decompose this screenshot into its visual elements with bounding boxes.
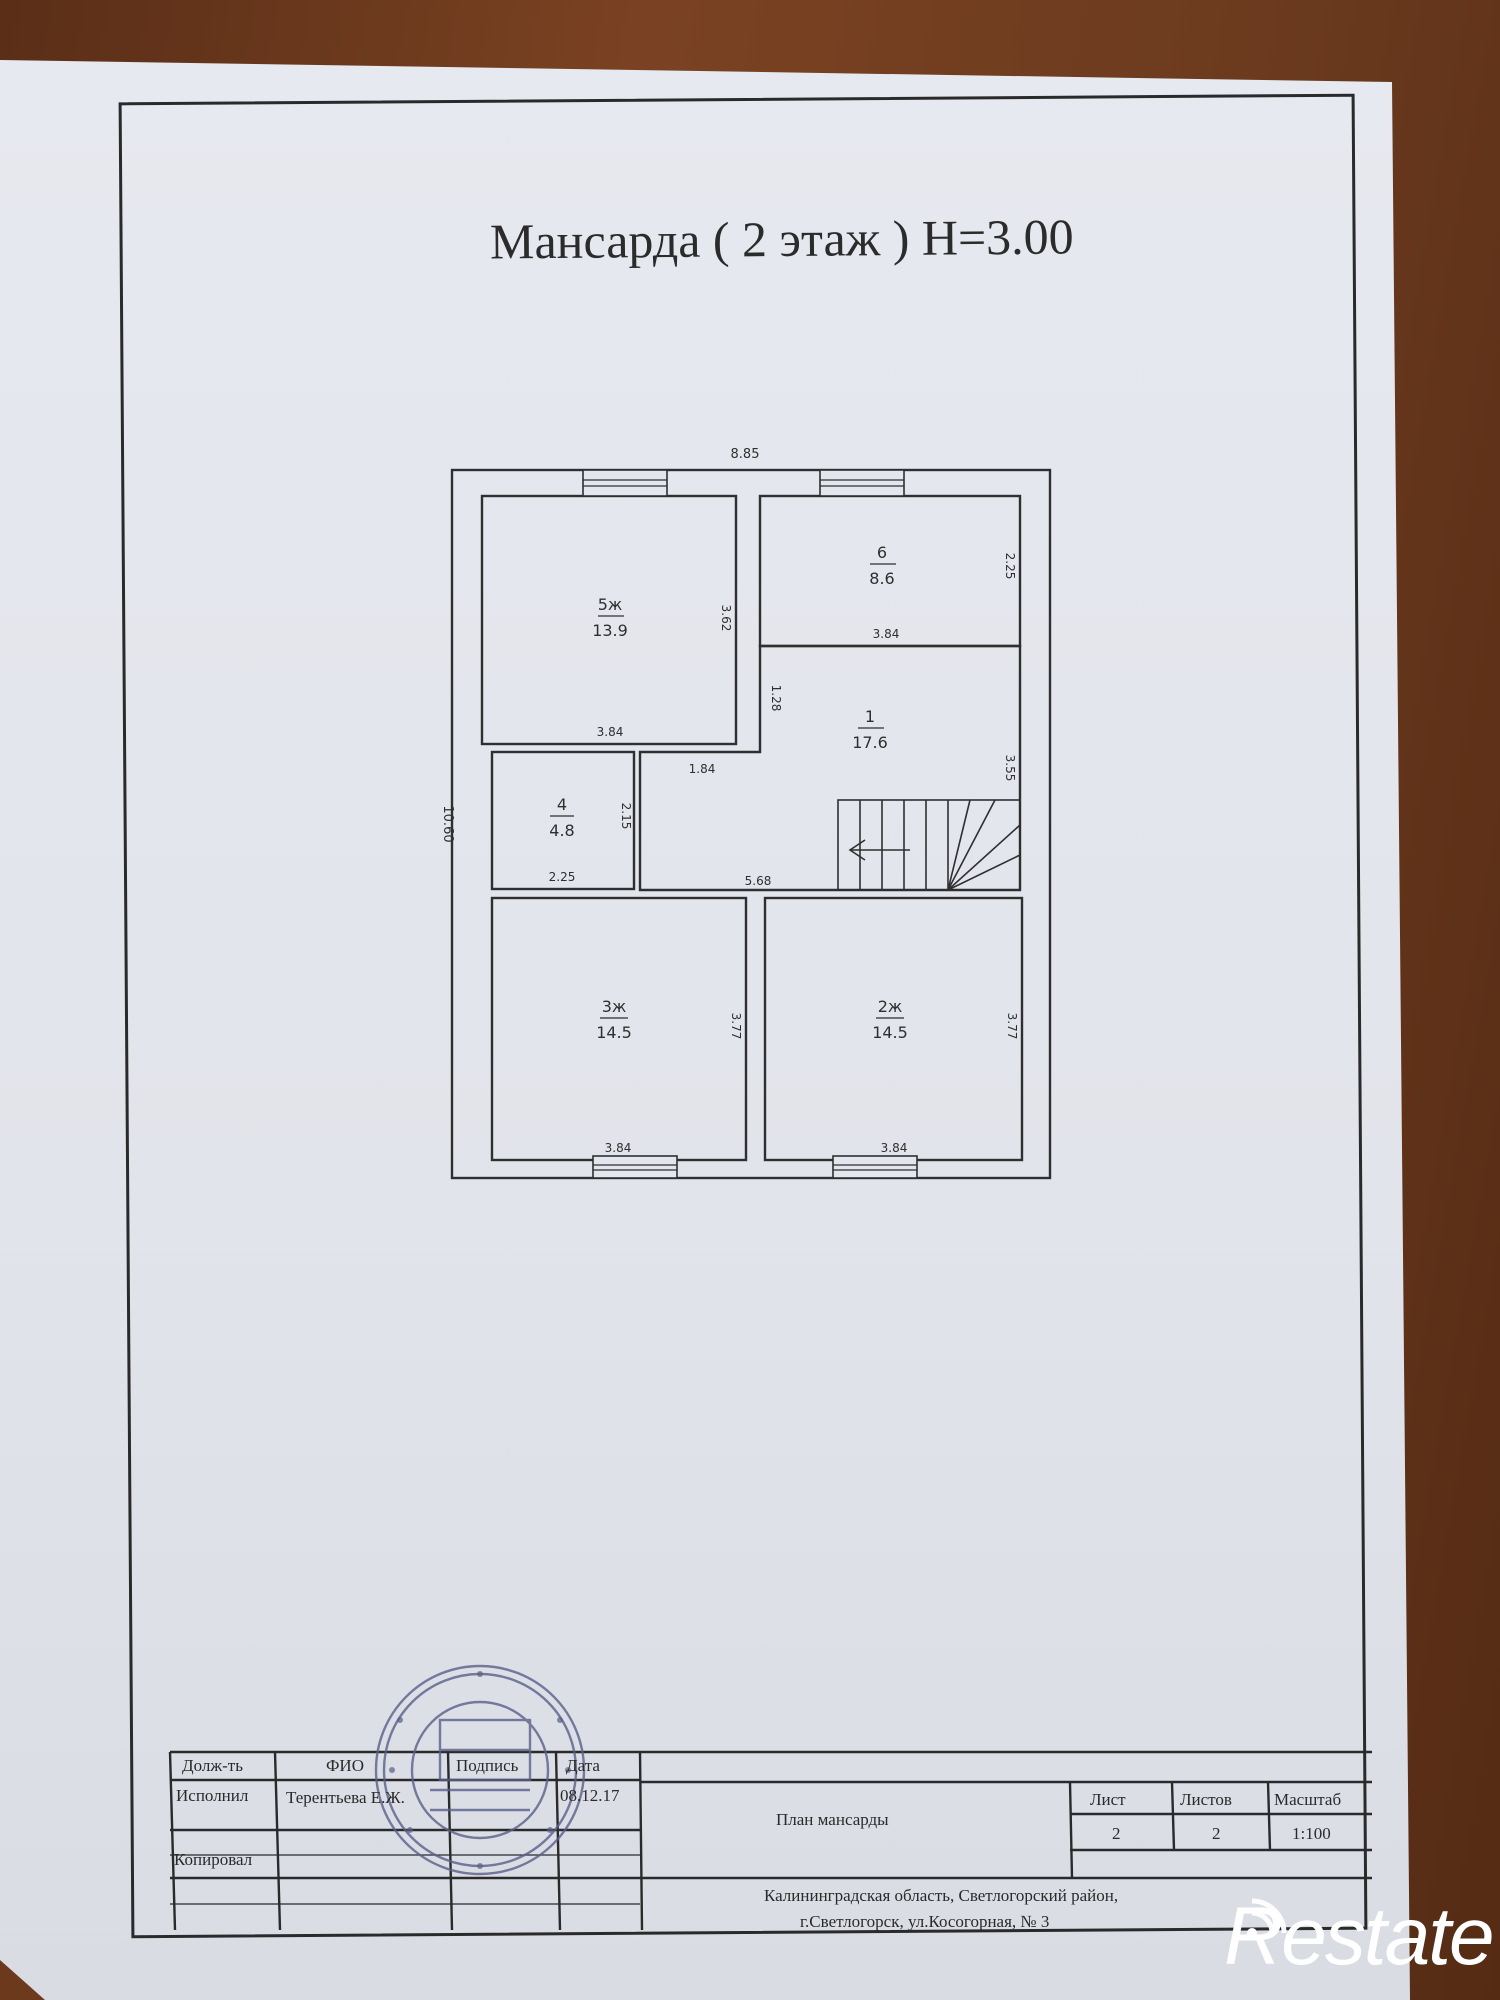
sheet-number: 2: [1112, 1824, 1121, 1843]
room-4-width: 2.25: [549, 870, 576, 884]
room-6-height: 2.25: [1003, 553, 1017, 580]
scale-value: 1:100: [1292, 1824, 1331, 1843]
executor-name: Терентьева Е.Ж.: [286, 1788, 405, 1807]
sheets-count: 2: [1212, 1824, 1221, 1843]
address-line-1: Калининградская область, Светлогорский р…: [764, 1886, 1119, 1905]
header-signature: Подпись: [456, 1756, 519, 1775]
room-5-area: 13.9: [592, 621, 628, 640]
role-copier: Копировал: [174, 1850, 253, 1869]
room-1-side: 1.28: [769, 685, 783, 712]
overall-height-label: 10.60: [440, 805, 455, 842]
overall-width-label: 8.85: [731, 447, 760, 462]
room-2-width: 3.84: [881, 1141, 908, 1155]
room-4-id: 4: [557, 795, 567, 814]
executor-date: 08.12.17: [560, 1786, 620, 1805]
room-5-height: 3.62: [719, 605, 733, 632]
room-2-area: 14.5: [872, 1023, 908, 1042]
sheet-label: Лист: [1090, 1790, 1126, 1809]
sheets-label: Листов: [1180, 1790, 1232, 1809]
room-1-width: 5.68: [745, 874, 772, 888]
room-3-height: 3.77: [729, 1013, 743, 1040]
paper-sheet: [0, 60, 1410, 2000]
header-date: Дата: [566, 1756, 600, 1775]
staircase: [837, 799, 1021, 891]
watermark-text: Restate: [1224, 1891, 1495, 1982]
room-1-outline: [638, 644, 1022, 892]
outer-wall: [450, 468, 1052, 1180]
room-5-id: 5ж: [598, 595, 623, 614]
room-2-height: 3.77: [1005, 1013, 1019, 1040]
window-top-right: [819, 469, 905, 497]
room-5-width: 3.84: [597, 725, 624, 739]
drawing-title: План мансарды: [776, 1810, 889, 1829]
room-3-width: 3.84: [605, 1141, 632, 1155]
room-6-id: 6: [877, 543, 887, 562]
room-2-id: 2ж: [878, 997, 903, 1016]
room-1-extra: 1.84: [689, 762, 716, 776]
restate-logo-icon: [1247, 1898, 1287, 1938]
floor-plan: 8.85 10.60 5ж 13.9 3.84 3.62 6 8.6 3.84 …: [440, 447, 1052, 1180]
header-name: ФИО: [326, 1756, 364, 1775]
header-position: Долж-ть: [182, 1756, 243, 1775]
official-seal: [374, 1664, 586, 1876]
room-1-area: 17.6: [852, 733, 888, 752]
room-4-area: 4.8: [549, 821, 574, 840]
window-bottom-left: [592, 1155, 678, 1179]
room-1-id: 1: [865, 707, 875, 726]
role-executor: Исполнил: [176, 1786, 249, 1805]
room-4-outline: [490, 750, 636, 891]
window-bottom-right: [832, 1155, 918, 1179]
room-1-height: 3.55: [1003, 755, 1017, 782]
scale-label: Масштаб: [1274, 1790, 1342, 1809]
room-3-area: 14.5: [596, 1023, 632, 1042]
window-top-left: [582, 469, 668, 497]
address-line-2: г.Светлогорск, ул.Косогорная, № 3: [800, 1912, 1050, 1931]
room-4-height: 2.15: [619, 803, 633, 830]
room-3-id: 3ж: [602, 997, 627, 1016]
room-6-area: 8.6: [869, 569, 894, 588]
room-6-width: 3.84: [873, 627, 900, 641]
